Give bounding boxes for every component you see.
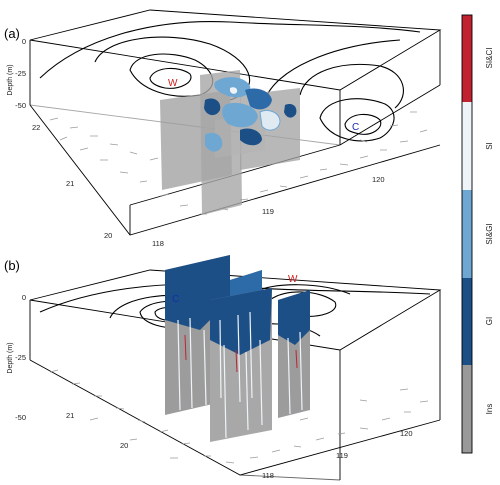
panel-b-depth-tick-2: -50 (15, 413, 26, 422)
panel-b-cold-label: C (172, 294, 179, 305)
colorbar-label-0: SI&CI (485, 48, 494, 69)
panel-b-vectors (49, 369, 429, 464)
panel-b-depth-tick-1: -25 (15, 353, 26, 362)
panel-a-lat-tick-2: 20 (104, 231, 112, 240)
panel-a-cold-label: C (352, 122, 359, 133)
panel-b: (b) W C Depth (m) 0 -25 -50 21 20 118 11… (4, 255, 442, 481)
panel-a-lat-tick-1: 21 (66, 179, 74, 188)
panel-a-contours (39, 20, 421, 142)
panel-a-lon-tick-0: 118 (152, 239, 164, 248)
panel-b-label: (b) (4, 258, 20, 273)
panel-a-lon-tick-2: 120 (372, 175, 385, 184)
panel-b-lon-tick-1: 119 (336, 451, 348, 460)
panel-b-depth-title: Depth (m) (7, 342, 14, 373)
colorbar-swatch-2 (462, 190, 472, 278)
panel-b-lat-tick-1: 20 (120, 441, 128, 450)
panel-a-depth-tick-0: 0 (22, 37, 26, 46)
panel-b-warm-label: W (288, 274, 298, 285)
panel-b-lat-tick-0: 21 (66, 411, 74, 420)
panel-a-lat-tick-0: 22 (32, 123, 40, 132)
colorbar: SI&CI SI SI&GI GI Ins (461, 14, 494, 454)
colorbar-swatch-3 (462, 278, 472, 365)
panel-a-warm-label: W (168, 78, 178, 89)
colorbar-swatch-1 (462, 102, 472, 190)
panel-b-lon-tick-2: 120 (400, 429, 413, 438)
panel-a-depth-title: Depth (m) (7, 64, 14, 95)
panel-a-patches (204, 77, 297, 152)
colorbar-label-1: SI (485, 142, 494, 150)
colorbar-frame (461, 14, 473, 454)
panel-a-label: (a) (4, 26, 20, 41)
colorbar-label-4: Ins (485, 404, 494, 415)
panel-a: (a) W C Depth (m) 0 -25 -50 22 21 20 118… (4, 9, 442, 248)
colorbar-swatch-4 (462, 365, 472, 453)
colorbar-label-3: GI (485, 317, 494, 325)
colorbar-swatch-0 (462, 15, 472, 102)
colorbar-label-2: SI&GI (485, 223, 494, 244)
panel-b-depth-tick-0: 0 (22, 293, 26, 302)
panel-a-depth-tick-2: -50 (15, 101, 26, 110)
panel-a-lon-tick-1: 119 (262, 207, 274, 216)
panel-b-slabs (165, 255, 310, 442)
panel-a-vectors (49, 111, 428, 215)
panel-b-lon-tick-0: 118 (262, 471, 274, 480)
panel-a-depth-tick-1: -25 (15, 69, 26, 78)
